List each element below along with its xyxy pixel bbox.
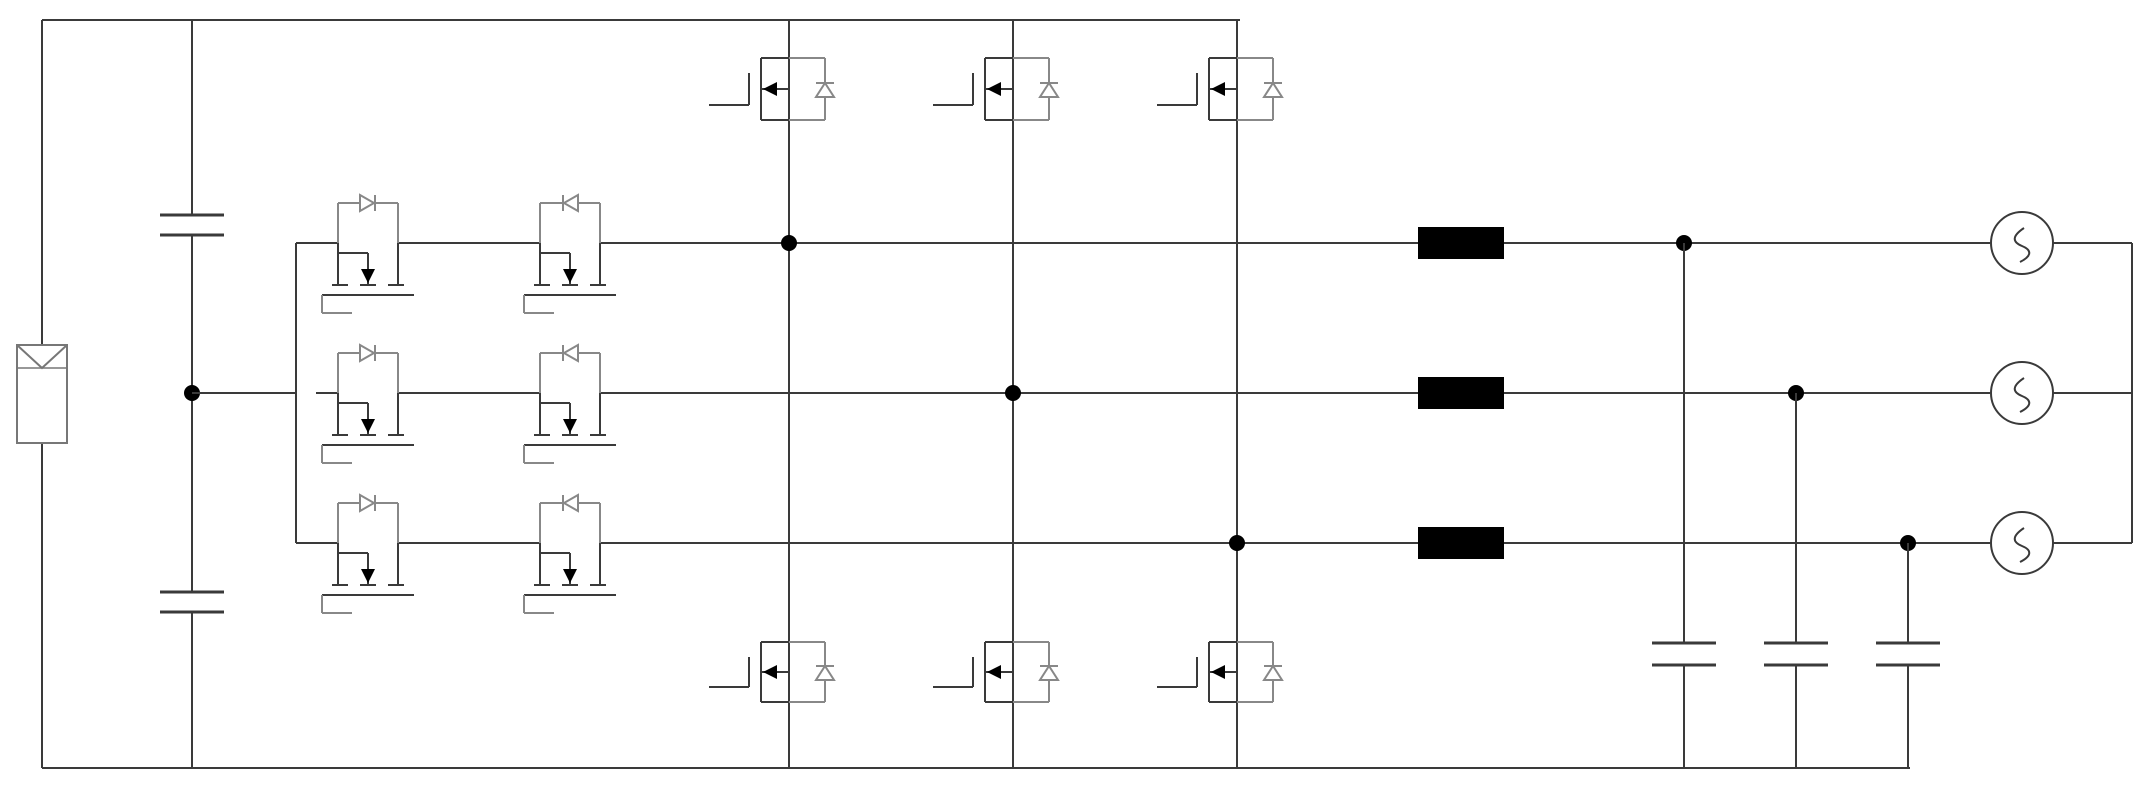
diode-icon [359, 343, 377, 363]
half-bridge-legs [781, 20, 1245, 768]
switches [316, 48, 1284, 712]
ac-source-icon [1990, 511, 2054, 575]
diode-icon [359, 193, 377, 213]
diode-icon [1038, 81, 1060, 98]
junction-dot [1005, 385, 1021, 401]
ac-source-icon [1990, 211, 2054, 275]
mosfet-icon [316, 193, 420, 314]
diode-icon [1038, 664, 1060, 681]
mosfet-icon [933, 48, 1060, 130]
mosfet-icon [316, 493, 420, 614]
dc-link [160, 20, 338, 768]
grid-sources [1990, 211, 2133, 575]
diode-icon [814, 664, 836, 681]
mosfet-icon [518, 193, 622, 314]
diode-icon [814, 81, 836, 98]
diode-icon [359, 493, 377, 513]
mosfet-icon [316, 343, 420, 464]
filter-inductors [1418, 227, 1504, 559]
output-filter [1504, 235, 1990, 768]
inductor-icon [1418, 227, 1504, 259]
mosfet-icon [1157, 48, 1284, 130]
diode-icon [561, 343, 579, 363]
dc-bus [41, 19, 1910, 769]
capacitor-icon [160, 213, 224, 237]
diode-icon [561, 493, 579, 513]
mosfet-icon [1157, 632, 1284, 712]
capacitor-icon [1764, 641, 1828, 667]
solar-panel-icon [16, 344, 68, 444]
capacitor-icon [160, 590, 224, 614]
diode-icon [561, 193, 579, 213]
junction-dot [1229, 535, 1245, 551]
junction-dot [781, 235, 797, 251]
capacitor-icon [1652, 641, 1716, 667]
ac-source-icon [1990, 361, 2054, 425]
diode-icon [1262, 81, 1284, 98]
mosfet-icon [709, 48, 836, 130]
mosfet-icon [709, 632, 836, 712]
capacitor-icon [1876, 641, 1940, 667]
inductor-icon [1418, 377, 1504, 409]
mosfet-icon [518, 493, 622, 614]
phase-lines [418, 242, 1418, 544]
mosfet-icon [518, 343, 622, 464]
inductor-icon [1418, 527, 1504, 559]
mosfet-icon [933, 632, 1060, 712]
diode-icon [1262, 664, 1284, 681]
